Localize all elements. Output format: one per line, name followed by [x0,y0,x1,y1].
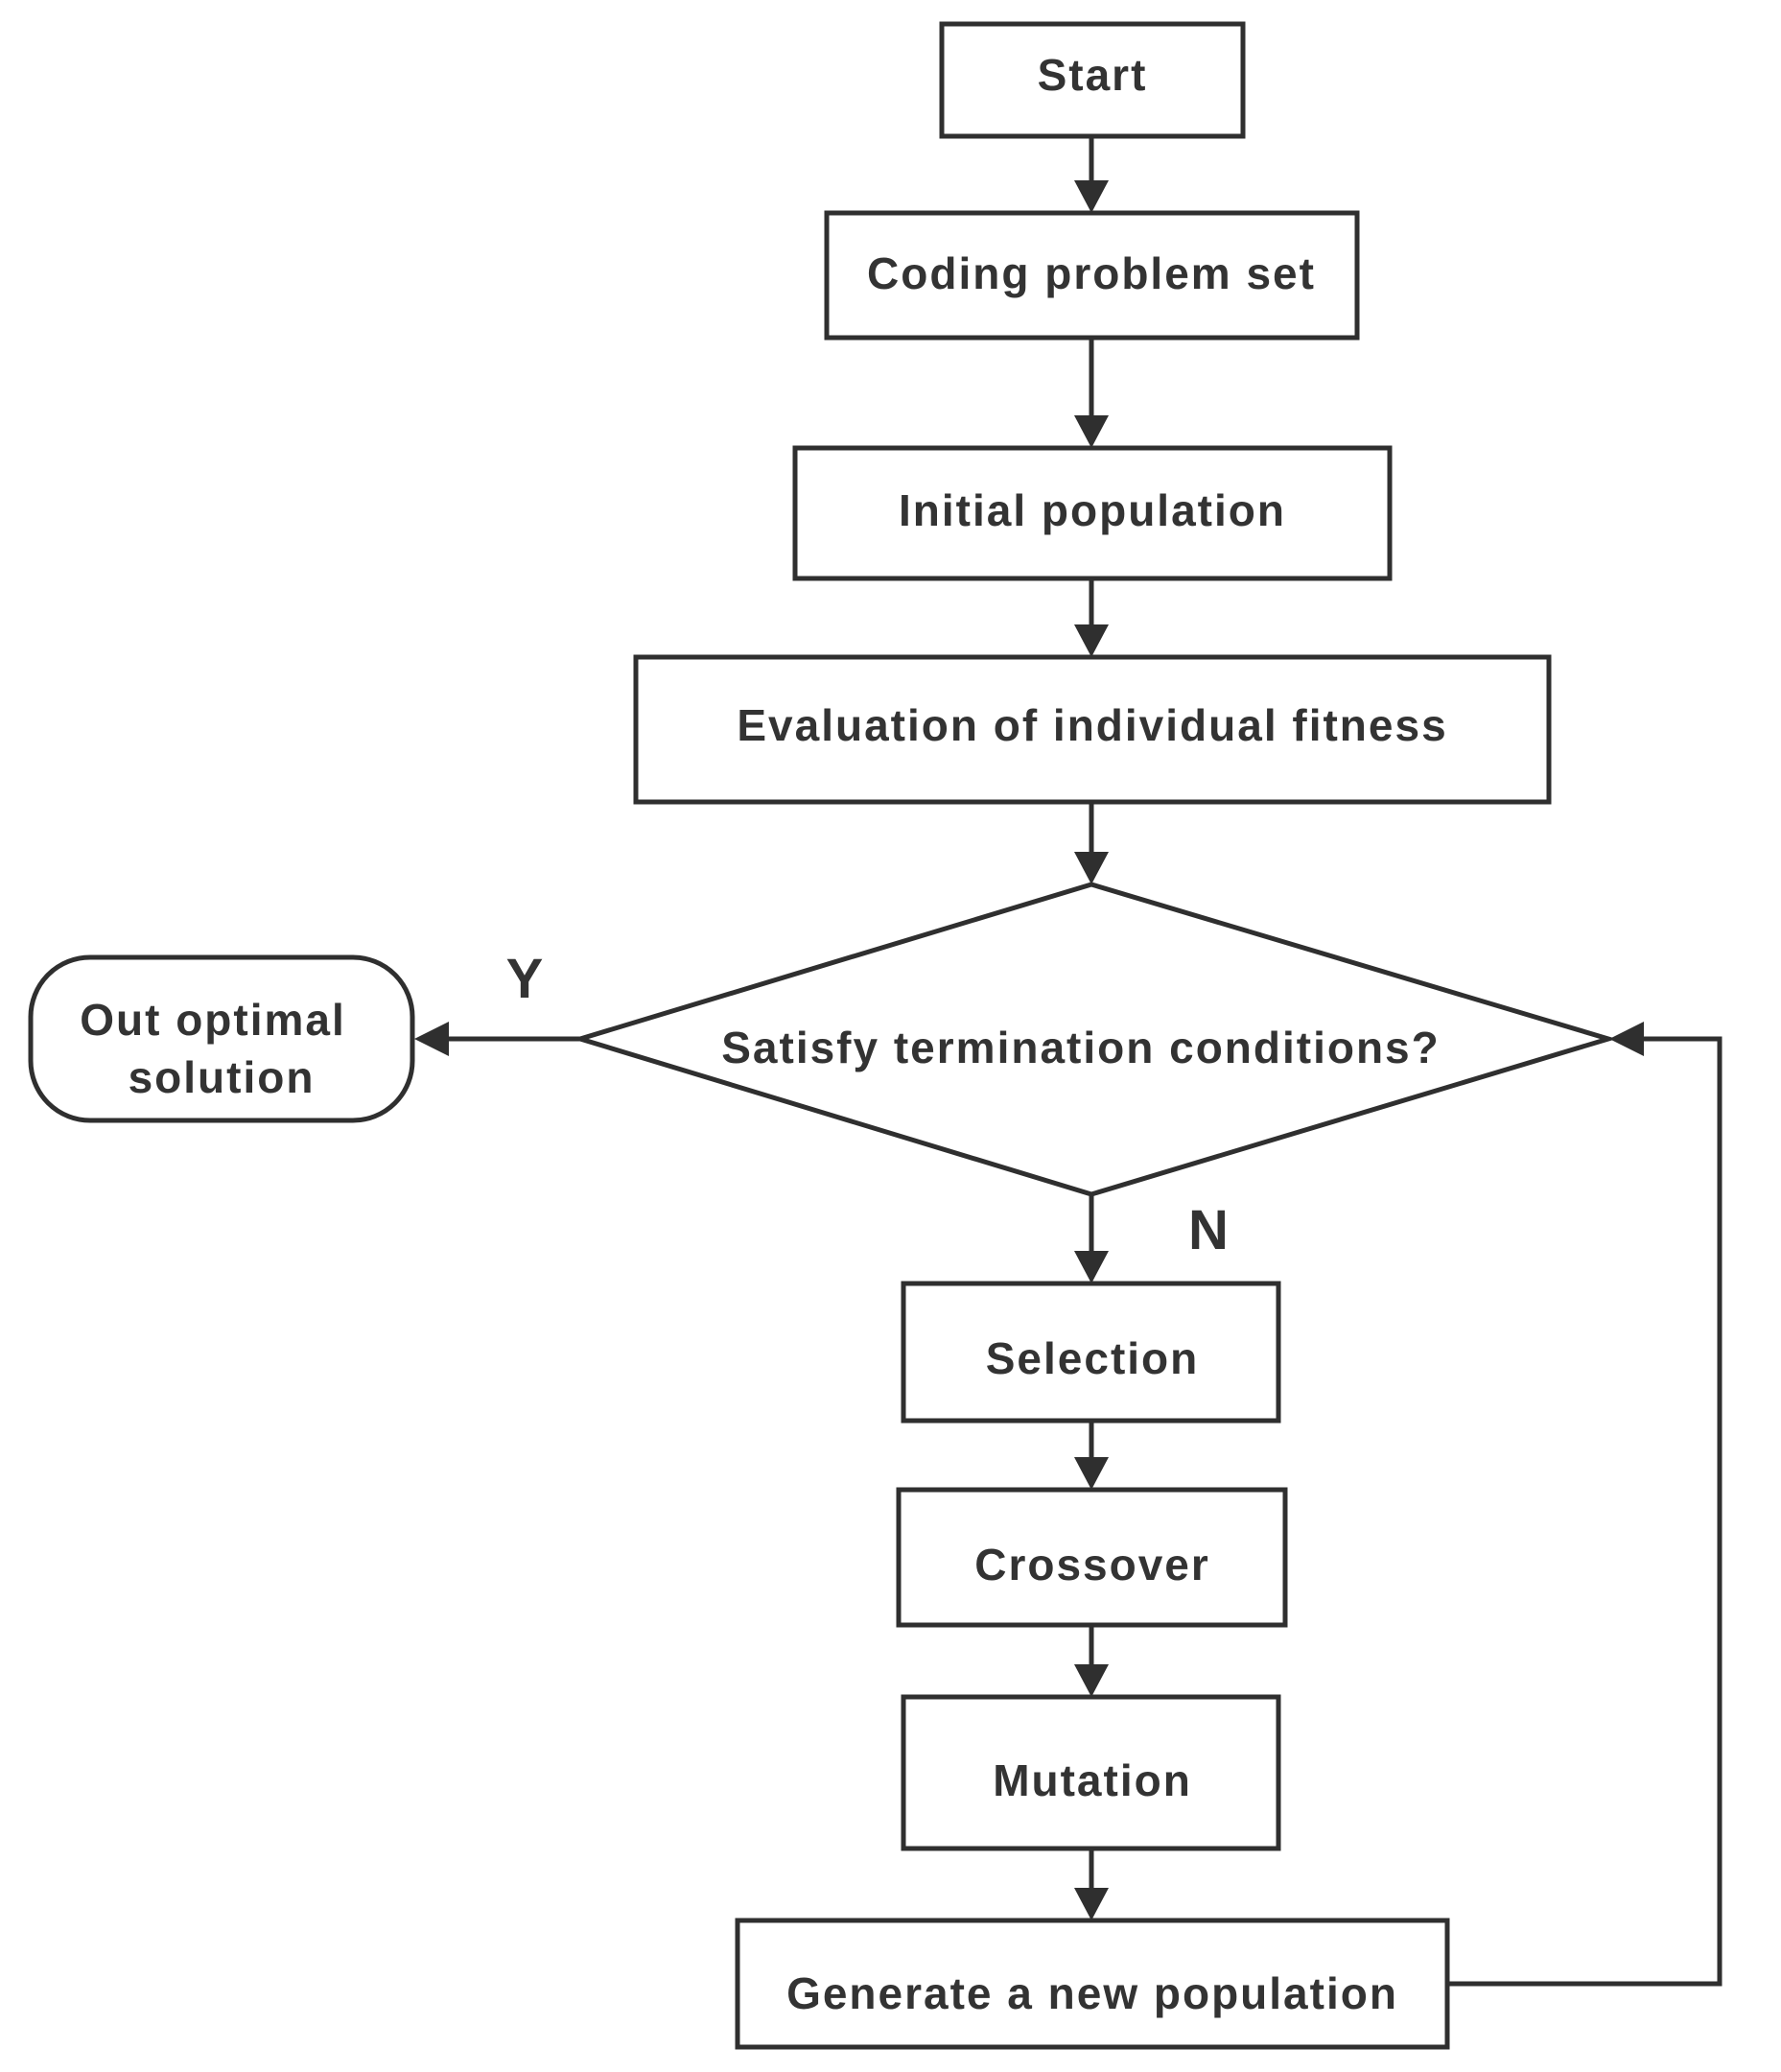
output-label-line1: Out optimal [80,995,346,1045]
arrowhead-crossover [1074,1457,1109,1490]
generate-label: Generate a new population [786,1968,1398,2018]
initial-population-node: Initial population [792,445,1393,581]
arrowhead-coding [1074,180,1109,213]
arrowhead-mutation [1074,1664,1109,1697]
arrowhead-evaluation [1074,624,1109,657]
start-node: Start [939,21,1246,139]
output-label-line2: solution [129,1052,316,1102]
coding-problem-set-node: Coding problem set [824,210,1360,341]
arrowhead-initial [1074,415,1109,448]
mutation-node: Mutation [901,1694,1281,1851]
start-label: Start [1038,50,1148,100]
arrowhead-loop [1609,1022,1644,1056]
arrowhead-selection [1074,1251,1109,1283]
initial-label: Initial population [899,485,1286,535]
crossover-label: Crossover [974,1540,1210,1589]
coding-label: Coding problem set [867,248,1316,298]
evaluation-node: Evaluation of individual fitness [633,654,1552,805]
generate-population-node: Generate a new population [735,1918,1450,2050]
mutation-label: Mutation [993,1755,1192,1805]
edges [414,136,1722,1987]
crossover-node: Crossover [896,1487,1288,1628]
arrowhead-generate [1074,1888,1109,1920]
selection-node: Selection [901,1281,1281,1424]
decision-label: Satisfy termination conditions? [721,1023,1441,1072]
no-label: N [1188,1199,1230,1261]
termination-decision-node: Satisfy termination conditions? [572,882,1617,1197]
edge-generate-loop [1448,1036,1722,1987]
yes-label: Y [506,948,546,1010]
selection-label: Selection [986,1333,1200,1383]
arrowhead-decision [1074,852,1109,884]
arrowhead-output [414,1022,449,1056]
output-optimal-solution-node: Out optimal solution [28,954,415,1123]
evaluation-label: Evaluation of individual fitness [737,700,1447,750]
